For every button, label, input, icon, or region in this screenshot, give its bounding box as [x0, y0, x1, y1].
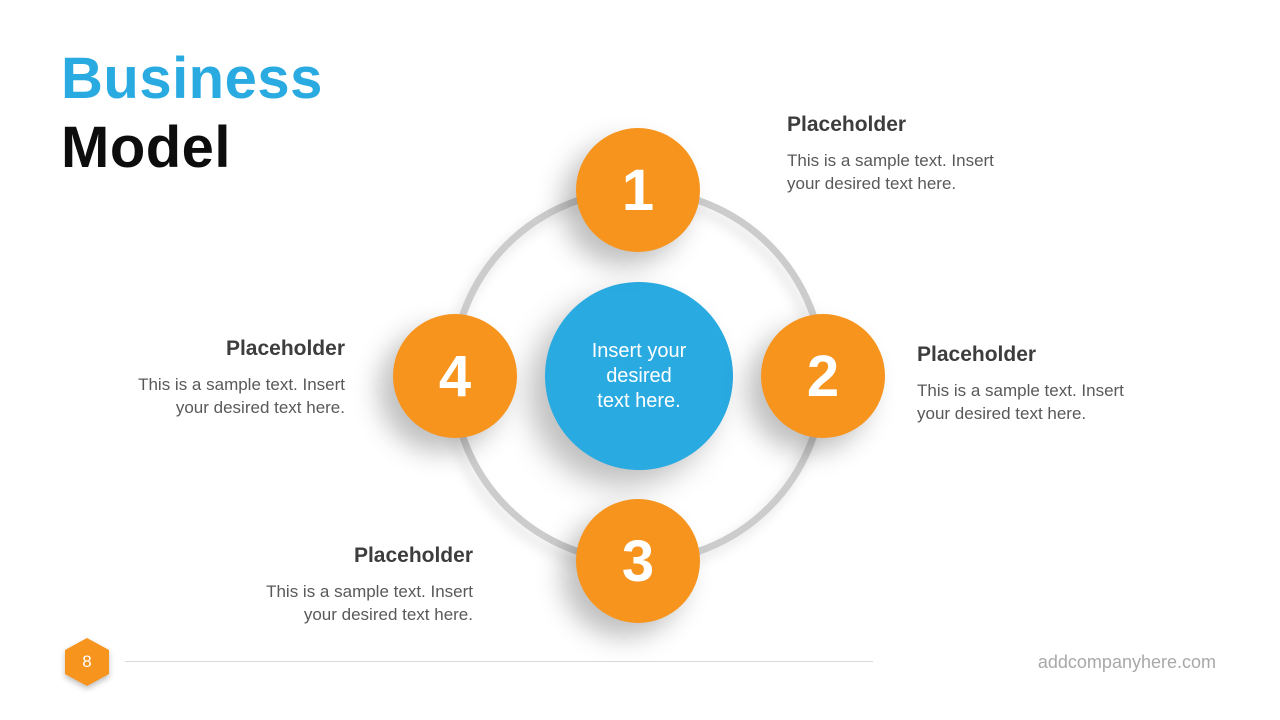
page-number: 8	[82, 652, 92, 671]
step-circle-2: 2	[761, 314, 885, 438]
step-body-line: your desired text here.	[917, 404, 1087, 423]
center-circle: Insert your desired text here.	[545, 282, 733, 470]
step-heading: Placeholder	[787, 113, 907, 136]
step-heading: Placeholder	[225, 337, 345, 360]
title-line-2: Model	[61, 115, 232, 180]
footer-website: addcompanyhere.com	[1037, 652, 1216, 672]
step-circle-1: 1	[576, 128, 700, 252]
step-body-line: your desired text here.	[175, 398, 345, 417]
footer-divider	[125, 661, 873, 662]
step-number: 1	[621, 157, 655, 223]
step-heading: Placeholder	[917, 343, 1037, 366]
hexagon-shape: 8	[65, 638, 109, 686]
step-text-3: Placeholder This is a sample text. Inser…	[213, 543, 473, 626]
step-text-2: Placeholder This is a sample text. Inser…	[917, 342, 1177, 425]
page-number-hexagon: 8	[65, 638, 109, 686]
step-body-line: This is a sample text. Insert	[787, 151, 994, 170]
slide-title: Business Model	[61, 44, 323, 182]
title-line-1: Business	[61, 46, 323, 111]
step-number: 4	[438, 343, 472, 409]
step-body-line: This is a sample text. Insert	[266, 582, 473, 601]
step-text-4: Placeholder This is a sample text. Inser…	[85, 336, 345, 419]
step-body-line: This is a sample text. Insert	[917, 381, 1124, 400]
step-heading: Placeholder	[353, 544, 473, 567]
step-text-1: Placeholder This is a sample text. Inser…	[787, 112, 1047, 195]
step-body-line: This is a sample text. Insert	[138, 375, 345, 394]
step-body-line: your desired text here.	[303, 605, 473, 624]
center-circle-text-line: desired	[606, 364, 672, 387]
center-circle-text-line: text here.	[597, 389, 681, 412]
step-circle-3: 3	[576, 499, 700, 623]
step-number: 3	[621, 528, 655, 594]
step-circle-4: 4	[393, 314, 517, 438]
center-circle-text-line: Insert your	[591, 339, 687, 362]
step-body-line: your desired text here.	[787, 174, 957, 193]
step-number: 2	[806, 343, 840, 409]
